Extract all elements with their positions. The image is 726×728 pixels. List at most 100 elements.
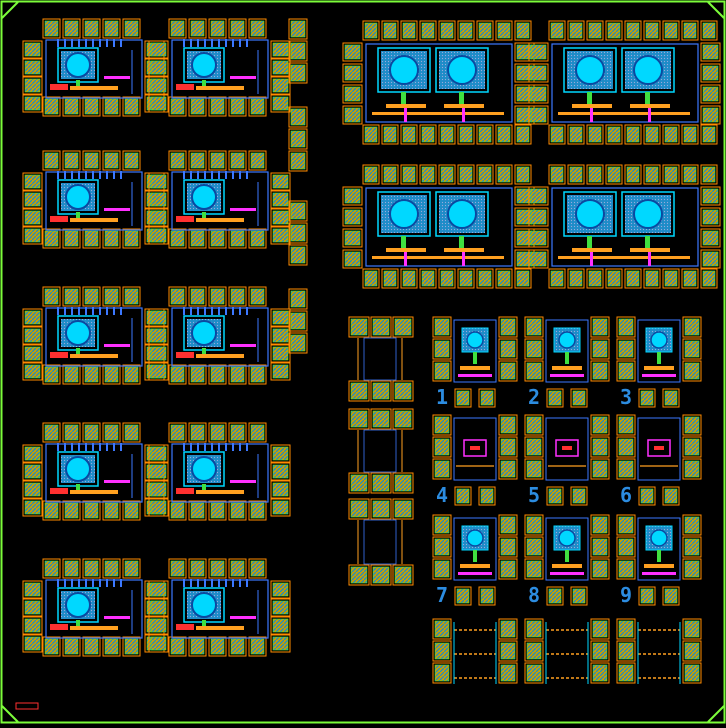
core-disc [575,55,605,85]
bond-pad [104,288,119,305]
bond-pad [44,152,59,169]
bond-pad-ring [400,164,418,185]
bond-pad-ring [270,308,291,327]
bond-pad [230,20,245,37]
bond-pad-ring [432,514,452,536]
bond-pad-ring [228,18,247,39]
bond-pad-ring [188,228,207,249]
bond-pad [170,288,185,305]
bond-pad-ring [288,40,308,62]
bond-pad [64,98,79,115]
bond-pad-ring [122,558,141,579]
bond-pad [24,228,41,243]
bond-pad [530,86,547,102]
bond-pad [272,482,289,497]
signal-trace [642,374,676,377]
bond-pad-ring [208,364,227,385]
bond-pad [124,152,139,169]
bond-pad-ring [22,76,43,95]
alignment-mark [15,702,39,710]
via-stem [565,352,569,364]
bond-pad [104,20,119,37]
via-stem [76,620,80,630]
bond-pad-ring [148,326,169,345]
bus-line [630,248,670,252]
bond-pad-ring [432,558,452,580]
bus-line [552,564,582,568]
bond-pad [702,22,716,39]
bond-pad-ring [228,364,247,385]
bond-pad [607,22,621,39]
bond-pad [516,166,530,183]
bond-pad [394,474,412,492]
bond-pad-ring [248,364,267,385]
bond-pad [572,588,586,604]
bus-line [558,256,690,259]
signal-trace [550,374,584,377]
bus-line [70,218,118,222]
bond-pad [150,328,167,343]
bond-pad [588,270,602,287]
bond-pad [230,366,245,383]
bond-pad [24,364,41,379]
bond-pad-ring [392,408,414,430]
bond-pad-ring [432,536,452,558]
bond-pad [210,560,225,577]
bond-pad [24,500,41,515]
bond-pad-ring [643,20,661,41]
signal-trace [104,208,130,211]
bond-pad [497,22,511,39]
bond-pad-ring [605,20,623,41]
bond-pad-ring [270,444,291,463]
bond-pad-ring [82,364,101,385]
bond-pad [530,107,547,123]
bond-pad-ring [586,20,604,41]
bond-pad [664,270,678,287]
bus-line [70,86,118,90]
bond-pad [383,126,397,143]
bond-pad [588,126,602,143]
bond-pad [402,126,416,143]
bond-pad [344,188,361,204]
bus-line [70,354,118,358]
bond-pad [44,98,59,115]
signal-trace [104,76,130,79]
via-stem [473,352,477,364]
bond-pad-ring [524,640,544,662]
bond-pad [440,270,454,287]
corner-chamfer-tr [707,1,725,19]
bond-pad [44,502,59,519]
bond-pad-ring [82,558,101,579]
bond-pad [272,636,289,651]
bond-pad [592,460,608,478]
bond-pad-ring [514,268,532,289]
bond-pad-ring [498,514,518,536]
bus-line [196,218,244,222]
via-stem [202,212,206,222]
bond-pad-ring [478,486,496,506]
bond-pad [626,22,640,39]
bond-pad-ring [62,558,81,579]
bond-pad [572,390,586,406]
bond-pad [64,502,79,519]
bond-pad-ring [208,636,227,657]
structure-number-label: 4 [436,483,448,507]
structure-number-label: 9 [620,583,632,607]
bond-pad-ring [476,164,494,185]
bond-pad-ring [148,40,169,59]
bond-pad-ring [524,458,544,480]
bond-pad [618,642,634,660]
bond-pad [24,618,41,633]
bond-pad [84,424,99,441]
bond-pad-ring [586,164,604,185]
bond-pad-ring [148,190,169,209]
bond-pad-ring [548,164,566,185]
core-disc [650,529,668,547]
bond-pad [569,166,583,183]
bond-pad-ring [662,20,680,41]
bond-pad-ring [590,514,610,536]
bond-pad-ring [528,228,549,248]
bond-pad [84,560,99,577]
bond-pad [170,638,185,655]
bond-pad-ring [82,96,101,117]
